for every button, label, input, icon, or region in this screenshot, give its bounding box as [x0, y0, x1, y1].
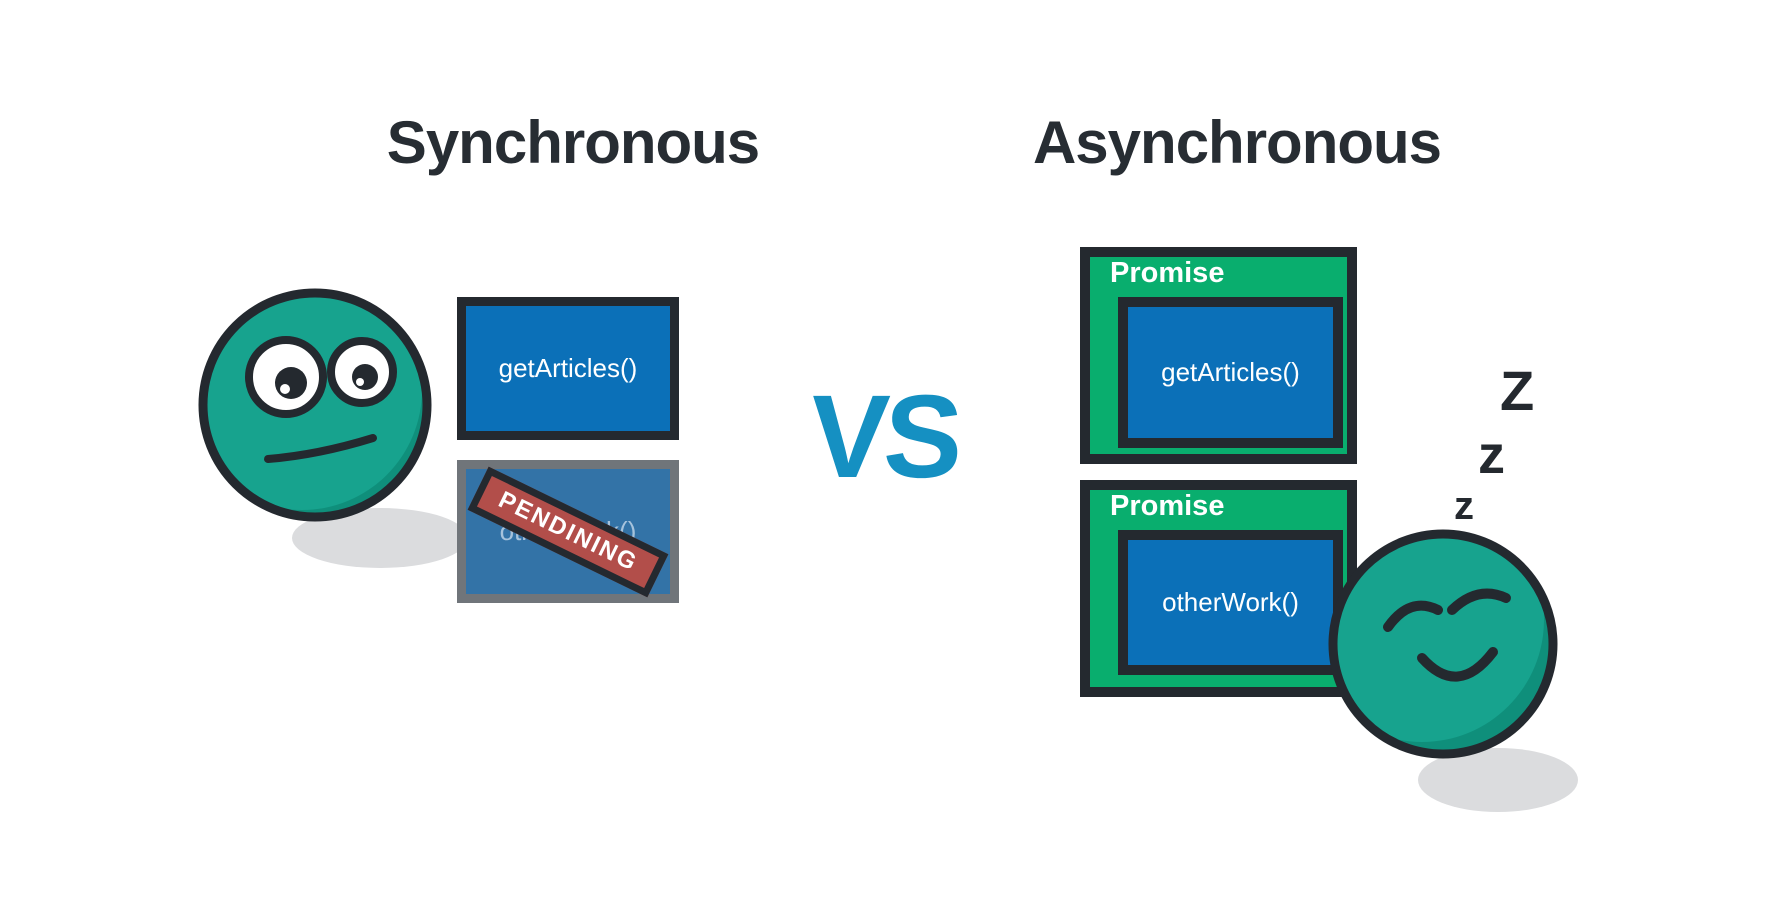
async-getarticles-box: getArticles(): [1118, 297, 1343, 448]
sync-getarticles-label: getArticles(): [498, 353, 638, 383]
face-shadow-ellipse: [292, 508, 468, 568]
closed-left-eye: [1383, 600, 1443, 632]
promise-box-otherwork: Promise otherWork(): [1080, 480, 1357, 697]
worried-face-icon: [198, 288, 468, 568]
sleep-z-small: z: [1454, 484, 1474, 528]
sync-getarticles-box: getArticles(): [457, 297, 679, 440]
smile-mouth: [1417, 647, 1498, 682]
sleep-z-large: Z: [1500, 359, 1535, 422]
sync-title: Synchronous: [386, 109, 760, 176]
closed-right-eye: [1447, 588, 1511, 615]
promise-box-getarticles: Promise getArticles(): [1080, 247, 1357, 464]
promise-title: Promise: [1110, 257, 1225, 289]
async-getarticles-label: getArticles(): [1161, 357, 1300, 387]
versus-label: VS: [806, 371, 962, 503]
pending-banner-label: PENDINING: [494, 485, 643, 577]
face-shadow-ellipse: [1418, 748, 1578, 812]
pending-banner: PENDINING: [467, 466, 669, 597]
async-otherwork-label: otherWork(): [1162, 587, 1299, 617]
promise-title: Promise: [1110, 490, 1225, 522]
async-title: Asynchronous: [1032, 109, 1442, 176]
sleeping-face-icon: [1328, 529, 1578, 812]
worried-mouth: [264, 434, 377, 463]
sleep-z-medium: z: [1478, 425, 1505, 485]
async-otherwork-box: otherWork(): [1118, 530, 1343, 675]
sync-otherwork-box: otherWork() PENDINING: [457, 460, 679, 603]
